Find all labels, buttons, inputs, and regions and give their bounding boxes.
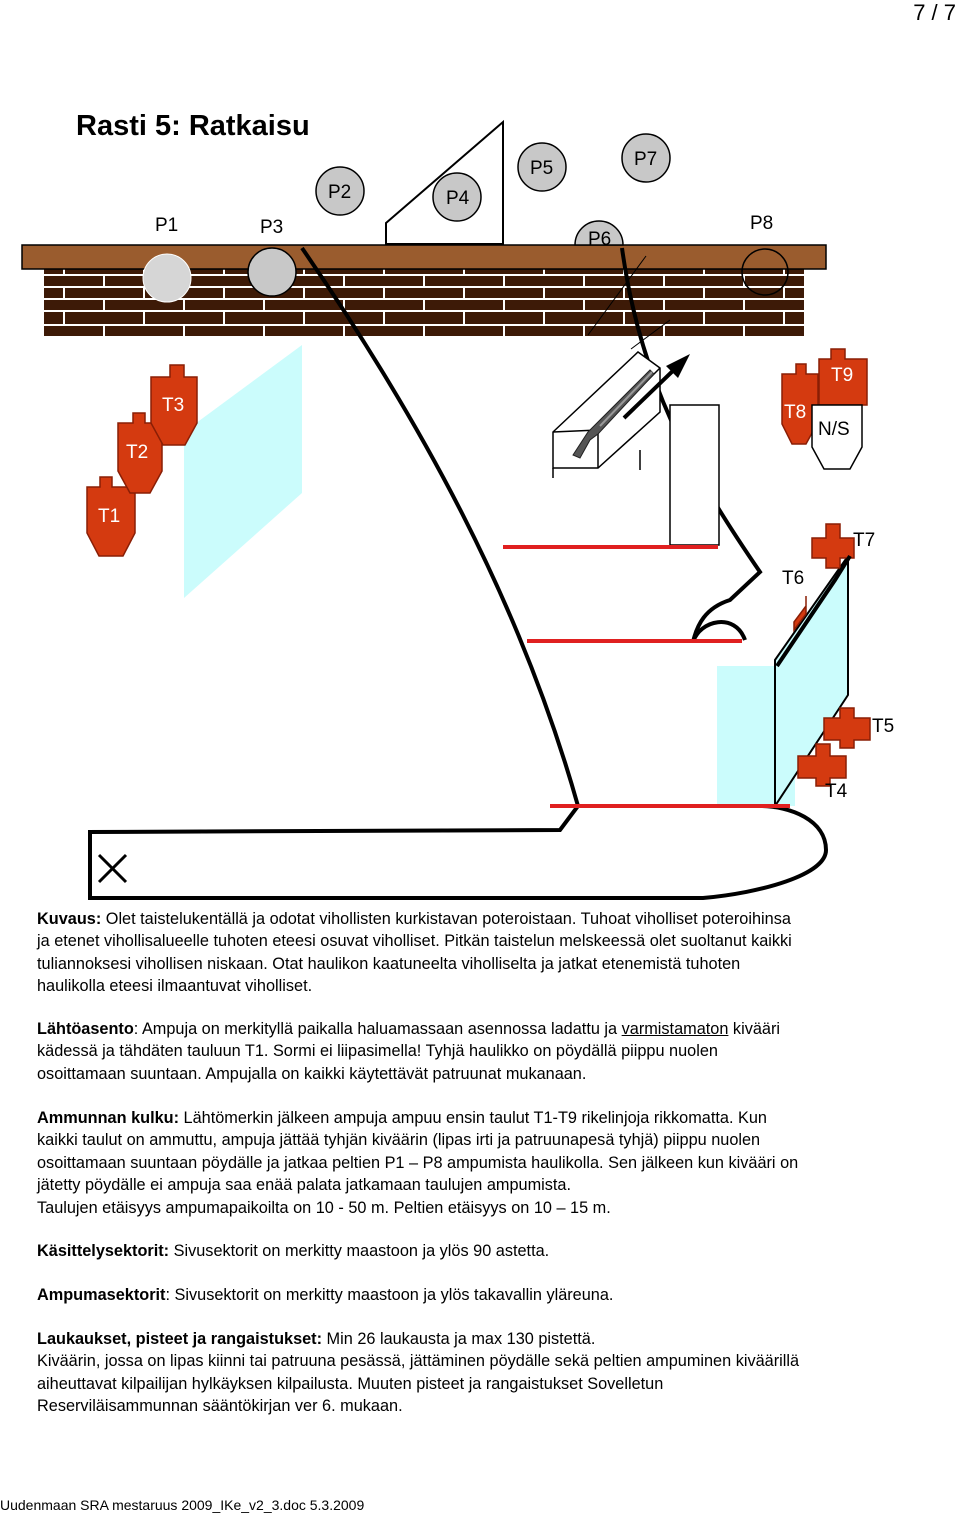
svg-text:T4: T4 [825, 781, 848, 802]
target-t2: T2 [117, 412, 163, 494]
section-kuvaus: Kuvaus: Olet taistelukentällä ja odotat … [37, 908, 927, 998]
glass-panel-right-wall [774, 552, 849, 810]
shotgun-icon [572, 369, 655, 459]
target-t8: T8 [781, 363, 819, 445]
kasittelysektorit-label: Käsittelysektorit: [37, 1242, 170, 1260]
plate-p2 [315, 166, 365, 216]
sector-line [630, 319, 671, 350]
page-title: Rasti 5: Ratkaisu [76, 110, 310, 142]
svg-text:T1: T1 [98, 506, 120, 527]
arrow-icon [622, 354, 690, 420]
section-kasittelysektorit: Käsittelysektorit: Sivusektorit on merki… [37, 1240, 927, 1262]
lahtoasento-underlined: varmistamaton [621, 1020, 729, 1038]
target-t1: T1 [86, 476, 136, 557]
target-t6 [793, 596, 807, 633]
plate-p7 [621, 133, 671, 183]
section-ampumasektorit: Ampumasektorit: Sivusektorit on merkitty… [37, 1284, 927, 1306]
kuvaus-text: Olet taistelukentällä ja odotat vihollis… [37, 910, 792, 996]
ammunnan-kulku-label: Ammunnan kulku: [37, 1109, 180, 1127]
kuvaus-label: Kuvaus: [37, 910, 102, 928]
target-t4: T4 [797, 743, 848, 802]
target-noshoot: N/S [811, 404, 863, 470]
svg-text:N/S: N/S [818, 419, 850, 440]
plate-p4 [432, 172, 482, 222]
plate-p8 [741, 248, 789, 296]
wall-top-beam [21, 244, 827, 270]
plate-p5 [517, 142, 567, 192]
plate-p6 [574, 220, 624, 246]
target-t9: T9 [818, 348, 868, 406]
target-t5: T5 [823, 707, 894, 749]
lahtoasento-post: kivääri kädessä ja tähdäten tauluun T1. … [37, 1020, 780, 1083]
stage-diagram: P1 P3 P2 P4 P5 P7 P6 P8 T1 T2 T3 T8 T9 N… [21, 119, 894, 900]
laukaukset-label: Laukaukset, pisteet ja rangaistukset: [37, 1330, 323, 1348]
lahtoasento-label: Lähtöasento [37, 1020, 134, 1038]
laukaukset-text: Min 26 laukausta ja max 130 pistettä. Ki… [37, 1330, 800, 1416]
cross-icon [97, 853, 128, 884]
course-outline [88, 246, 829, 900]
target-t3: T3 [150, 364, 198, 446]
ammunnan-kulku-text: Lähtömerkin jälkeen ampuja ampuu ensin t… [37, 1109, 799, 1217]
plate-p1 [142, 253, 192, 303]
section-laukaukset: Laukaukset, pisteet ja rangaistukset: Mi… [37, 1328, 927, 1418]
svg-text:T5: T5 [872, 716, 894, 737]
plate-p3-label: P3 [260, 217, 283, 238]
svg-text:T3: T3 [162, 395, 184, 416]
section-lahtoasento: Lähtöasento: Ampuja on merkityllä paikal… [37, 1018, 927, 1085]
page-number: 7 / 7 [913, 0, 956, 25]
svg-text:T9: T9 [831, 365, 853, 386]
gun-rack [552, 351, 661, 469]
plate-p2-label: P2 [328, 182, 351, 203]
svg-text:T7: T7 [853, 530, 875, 551]
course-bump [691, 620, 747, 643]
section-ammunnan-kulku: Ammunnan kulku: Lähtömerkin jälkeen ampu… [37, 1107, 927, 1219]
svg-text:T8: T8 [784, 402, 806, 423]
plate-p6-label: P6 [588, 229, 611, 250]
plate-p1-label: P1 [155, 215, 178, 236]
target-t7: T7 [811, 523, 875, 569]
svg-text:T2: T2 [126, 442, 148, 463]
lahtoasento-pre: : Ampuja on merkityllä paikalla haluamas… [133, 1020, 622, 1038]
table [669, 404, 720, 546]
ampumasektorit-label: Ampumasektorit [37, 1286, 166, 1304]
glass-panel-left [184, 345, 302, 598]
sector-line [587, 255, 647, 336]
plate-p5-label: P5 [530, 158, 553, 179]
target-t6-label: T6 [782, 568, 804, 589]
plate-p4-label: P4 [446, 188, 470, 209]
plate-p7-label: P7 [634, 149, 657, 170]
kasittelysektorit-text: Sivusektorit on merkitty maastoon ja ylö… [169, 1242, 550, 1260]
plate-p3 [247, 247, 297, 297]
course-right-edge [775, 554, 852, 668]
plate-p8-label: P8 [750, 213, 773, 234]
footer: Uudenmaan SRA mestaruus 2009_IKe_v2_3.do… [0, 1497, 365, 1513]
ampumasektorit-text: : Sivusektorit on merkitty maastoon ja y… [165, 1286, 614, 1304]
